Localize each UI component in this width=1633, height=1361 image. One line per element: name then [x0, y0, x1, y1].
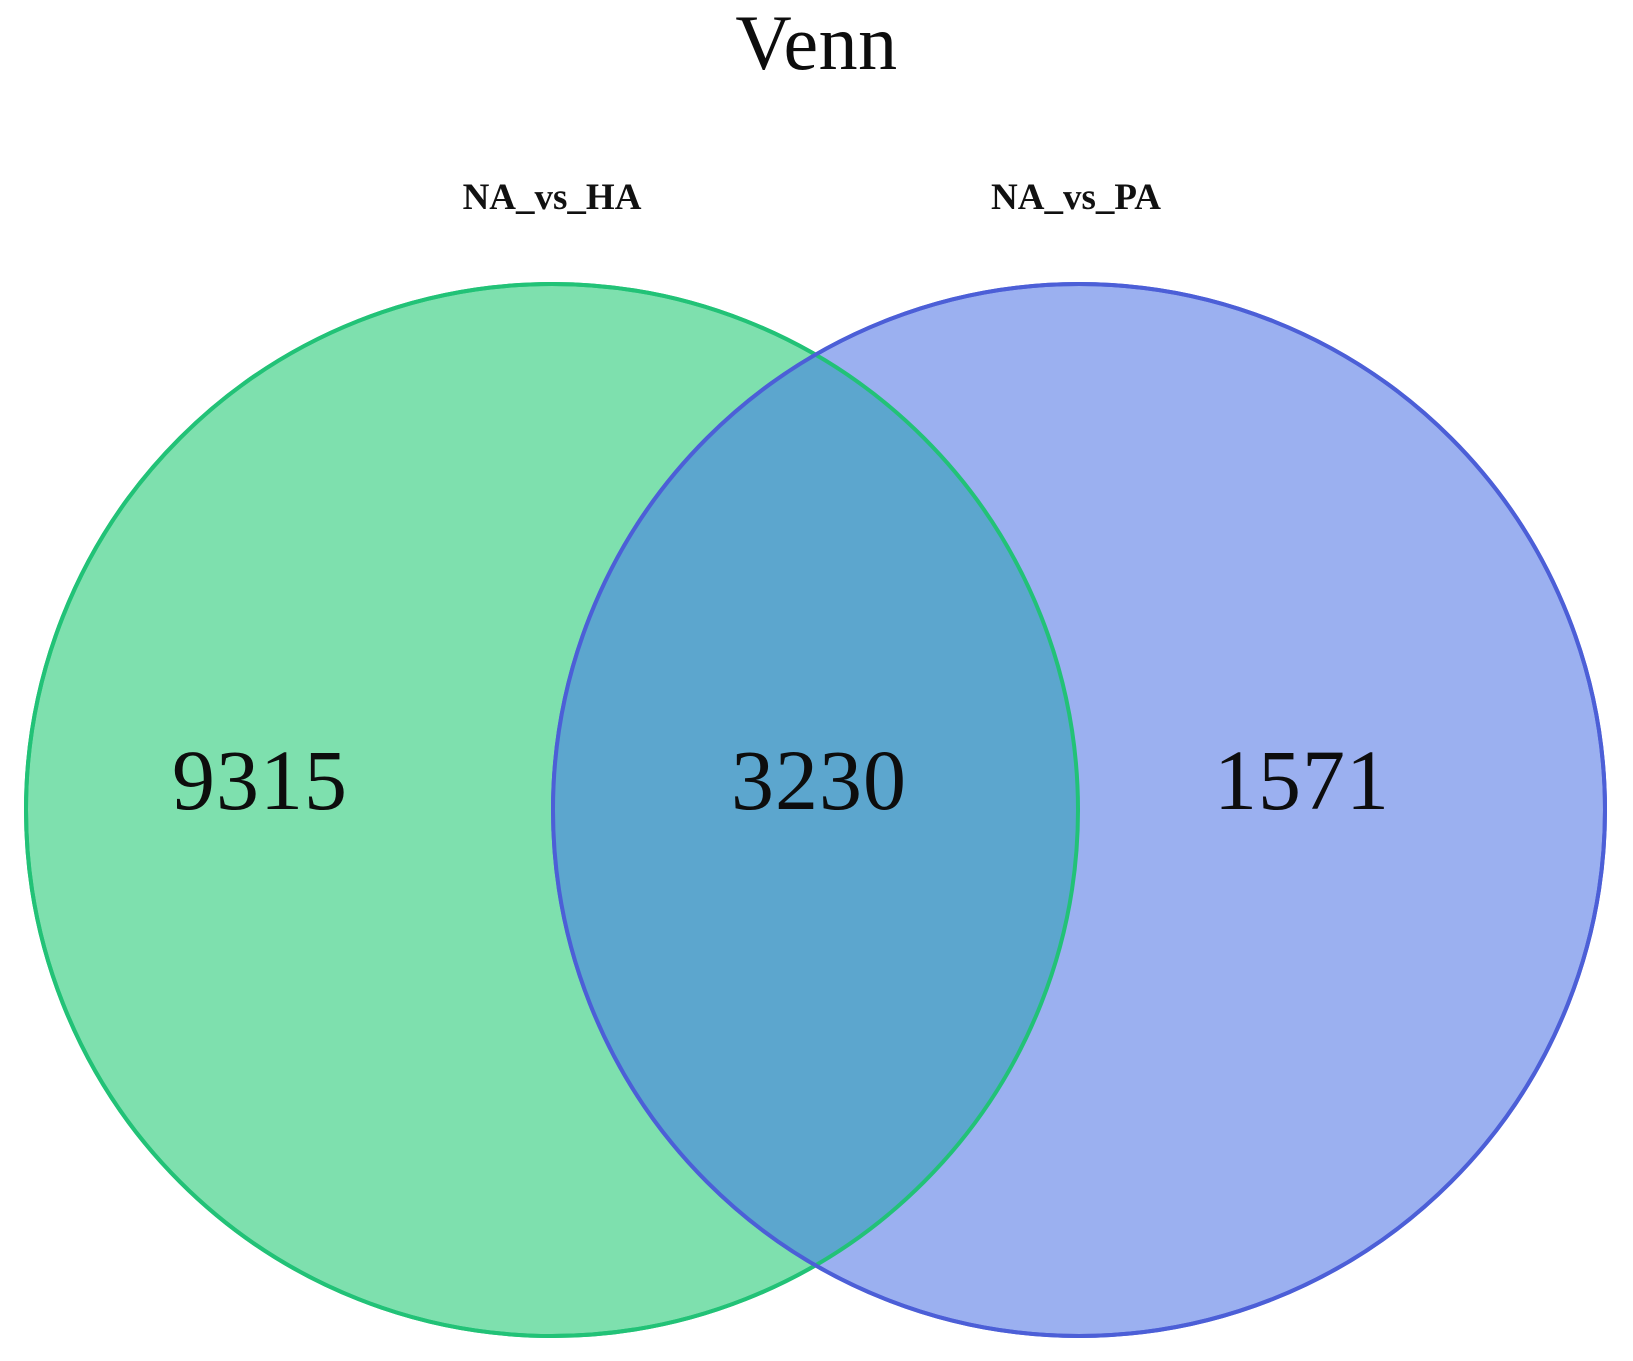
region-count-intersection: 3230 — [731, 732, 907, 828]
region-count-right-only: 1571 — [1214, 732, 1390, 828]
venn-circle-right-outline — [551, 282, 1607, 1338]
venn-overlap-region — [553, 284, 1078, 1336]
set-label-left: NA_vs_HA — [462, 177, 642, 218]
set-label-right: NA_vs_PA — [991, 177, 1161, 218]
venn-circle-left-outline — [24, 282, 1080, 1338]
region-count-left-only: 9315 — [172, 732, 348, 828]
page-title: Venn — [735, 0, 898, 86]
